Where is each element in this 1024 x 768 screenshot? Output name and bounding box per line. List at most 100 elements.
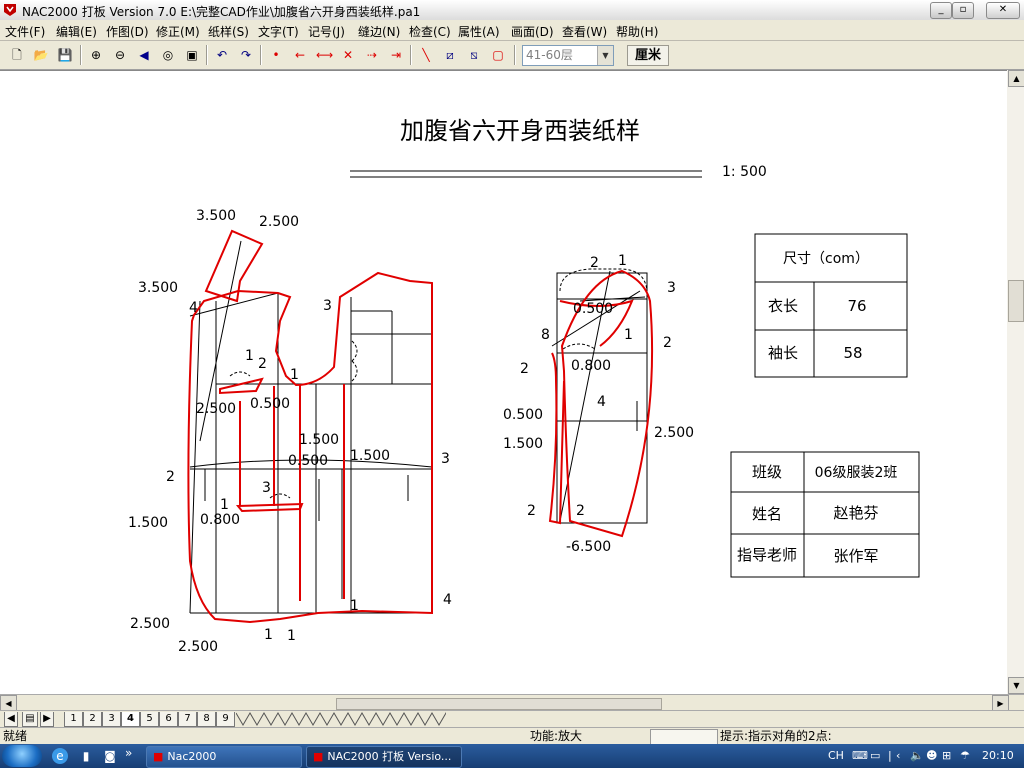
task-nac2000-version[interactable]: ■NAC2000 打板 Versio... [306,746,462,768]
explorer-icon[interactable]: ◙ [104,749,116,763]
language-indicator[interactable]: CH [828,749,844,762]
svg-text:1.500: 1.500 [299,432,339,448]
svg-text:3: 3 [262,480,271,496]
menu-mark[interactable]: 记号(J) [308,25,345,39]
tab-next-icon[interactable]: ▶ [40,712,54,727]
left-point-icon[interactable]: ← [294,48,306,62]
unit-button[interactable]: 厘米 [627,45,669,66]
svg-text:2: 2 [527,503,536,519]
start-button[interactable] [2,745,42,767]
vertical-scroll-thumb[interactable] [1008,280,1024,322]
menu-edit[interactable]: 编辑(E) [56,25,97,39]
menu-screen[interactable]: 画面(D) [511,25,554,39]
scroll-up-icon[interactable]: ▲ [1008,70,1024,87]
menu-help[interactable]: 帮助(H) [616,25,659,39]
svg-text:3: 3 [323,298,332,314]
svg-text:3.500: 3.500 [196,208,236,224]
menu-check[interactable]: 检查(C) [409,25,451,39]
svg-text:2: 2 [166,469,175,485]
zoom-out-icon[interactable]: ⊖ [114,48,126,62]
page-tabs: ◀ ▤ ▶ 1 2 3 4 5 6 7 8 9 [0,710,1024,728]
tray-expand-icon[interactable]: ‹ [896,749,901,762]
tab-page-active[interactable]: 4 [121,712,140,727]
point-icon[interactable]: • [272,48,280,62]
svg-text:2.500: 2.500 [178,639,218,655]
minimize-button[interactable]: _ [930,2,952,19]
menu-seam[interactable]: 缝边(N) [358,25,401,39]
tray-app-icon[interactable]: ☂ [960,749,970,762]
refresh-view-icon[interactable]: ◎ [162,48,174,62]
drawing-scale: 1: 500 [722,164,767,180]
tab-page[interactable]: 8 [197,712,216,727]
media-icon[interactable]: ▮ [82,749,90,763]
task-nac2000[interactable]: ■Nac2000 [146,746,302,768]
intersection-icon[interactable]: ✕ [342,48,354,62]
input-method-icon[interactable]: ▭ [870,749,881,762]
close-button[interactable]: ✕ [986,2,1020,19]
open-folder-icon[interactable]: 📂 [33,48,49,62]
svg-text:2.500: 2.500 [196,401,236,417]
arrow-point-icon[interactable]: ⇢ [366,48,378,62]
tab-pages-icon[interactable]: ▤ [22,712,38,727]
menu-text[interactable]: 文字(T) [258,25,299,39]
menu-draw[interactable]: 作图(D) [106,25,149,39]
keyboard-icon[interactable]: ⌨ [852,749,868,762]
drawing-canvas[interactable]: 加腹省六开身西装纸样 1: 500 尺寸（com） 衣长 76 袖长 58 班级… [0,70,1007,695]
tab-page[interactable]: 9 [216,712,235,727]
svg-text:2.500: 2.500 [259,214,299,230]
svg-text:4: 4 [189,300,198,316]
chevron-down-icon[interactable]: ▼ [597,46,613,65]
tab-page[interactable]: 6 [159,712,178,727]
tab-prev-icon[interactable]: ◀ [4,712,18,727]
body-dimensions: 3.500 2.500 3.500 2.500 0.500 1.500 1.50… [128,208,452,655]
menu-modify[interactable]: 修正(M) [156,25,200,39]
save-icon[interactable]: 💾 [57,48,73,62]
volume-icon[interactable]: 🔈 [910,749,924,762]
menu-view[interactable]: 查看(W) [562,25,608,39]
svg-text:2.500: 2.500 [130,616,170,632]
tab-page[interactable]: 3 [102,712,121,727]
fit-screen-icon[interactable]: ▣ [186,48,198,62]
svg-text:1.500: 1.500 [503,436,543,452]
tab-page[interactable]: 1 [64,712,83,727]
info-table [730,451,920,578]
tab-page[interactable]: 7 [178,712,197,727]
diagonal-box-icon[interactable]: ⧅ [470,48,478,62]
zoom-in-icon[interactable]: ⊕ [90,48,102,62]
offset-point-icon[interactable]: ⇥ [390,48,402,62]
horizontal-scroll-thumb[interactable] [336,698,662,710]
qq-icon[interactable]: ☻ [926,749,938,762]
network-icon[interactable]: ⊞ [942,749,952,762]
layer-select[interactable]: 41-60层 ▼ [522,45,614,66]
quicklaunch-more-icon[interactable]: » [125,746,133,760]
tab-page[interactable]: 2 [83,712,102,727]
box-line-icon[interactable]: ⧄ [446,48,454,62]
pattern-drawing[interactable]: 加腹省六开身西装纸样 1: 500 尺寸（com） 衣长 76 袖长 58 班级… [0,71,1007,695]
svg-text:4: 4 [597,394,606,410]
menu-pattern[interactable]: 纸样(S) [208,25,249,39]
ie-icon[interactable]: e [52,748,68,764]
menu-attribute[interactable]: 属性(A) [458,25,500,39]
sleeve-dimensions: 0.500 0.800 0.500 1.500 2.500 -6.500 2 1… [503,253,694,555]
svg-text:1: 1 [290,367,299,383]
svg-text:1: 1 [350,598,359,614]
horizontal-scrollbar[interactable]: ◀ ▶ [0,694,1024,712]
undo-icon[interactable]: ↶ [216,48,228,62]
taskbar: e ▮ ◙ » ■Nac2000 ■NAC2000 打板 Versio... C… [0,744,1024,768]
rectangle-icon[interactable]: ▢ [492,48,504,62]
restore-button[interactable]: ▫ [952,2,974,19]
mid-point-icon[interactable]: ⟷ [316,48,334,62]
svg-text:1: 1 [287,628,296,644]
scroll-down-icon[interactable]: ▼ [1008,677,1024,694]
line-icon[interactable]: ╲ [422,48,430,62]
redo-icon[interactable]: ↷ [240,48,252,62]
back-arrow-icon[interactable]: ◀ [139,48,149,62]
size-row-label: 衣长 [768,297,798,315]
tab-page[interactable]: 5 [140,712,159,727]
svg-text:0.800: 0.800 [200,512,240,528]
vertical-scrollbar[interactable]: ▲ ▼ [1007,70,1024,694]
menu-file[interactable]: 文件(F) [5,25,46,39]
svg-text:1: 1 [264,627,273,643]
new-file-icon[interactable]: 🗋 [12,48,22,62]
svg-text:0.500: 0.500 [288,453,328,469]
